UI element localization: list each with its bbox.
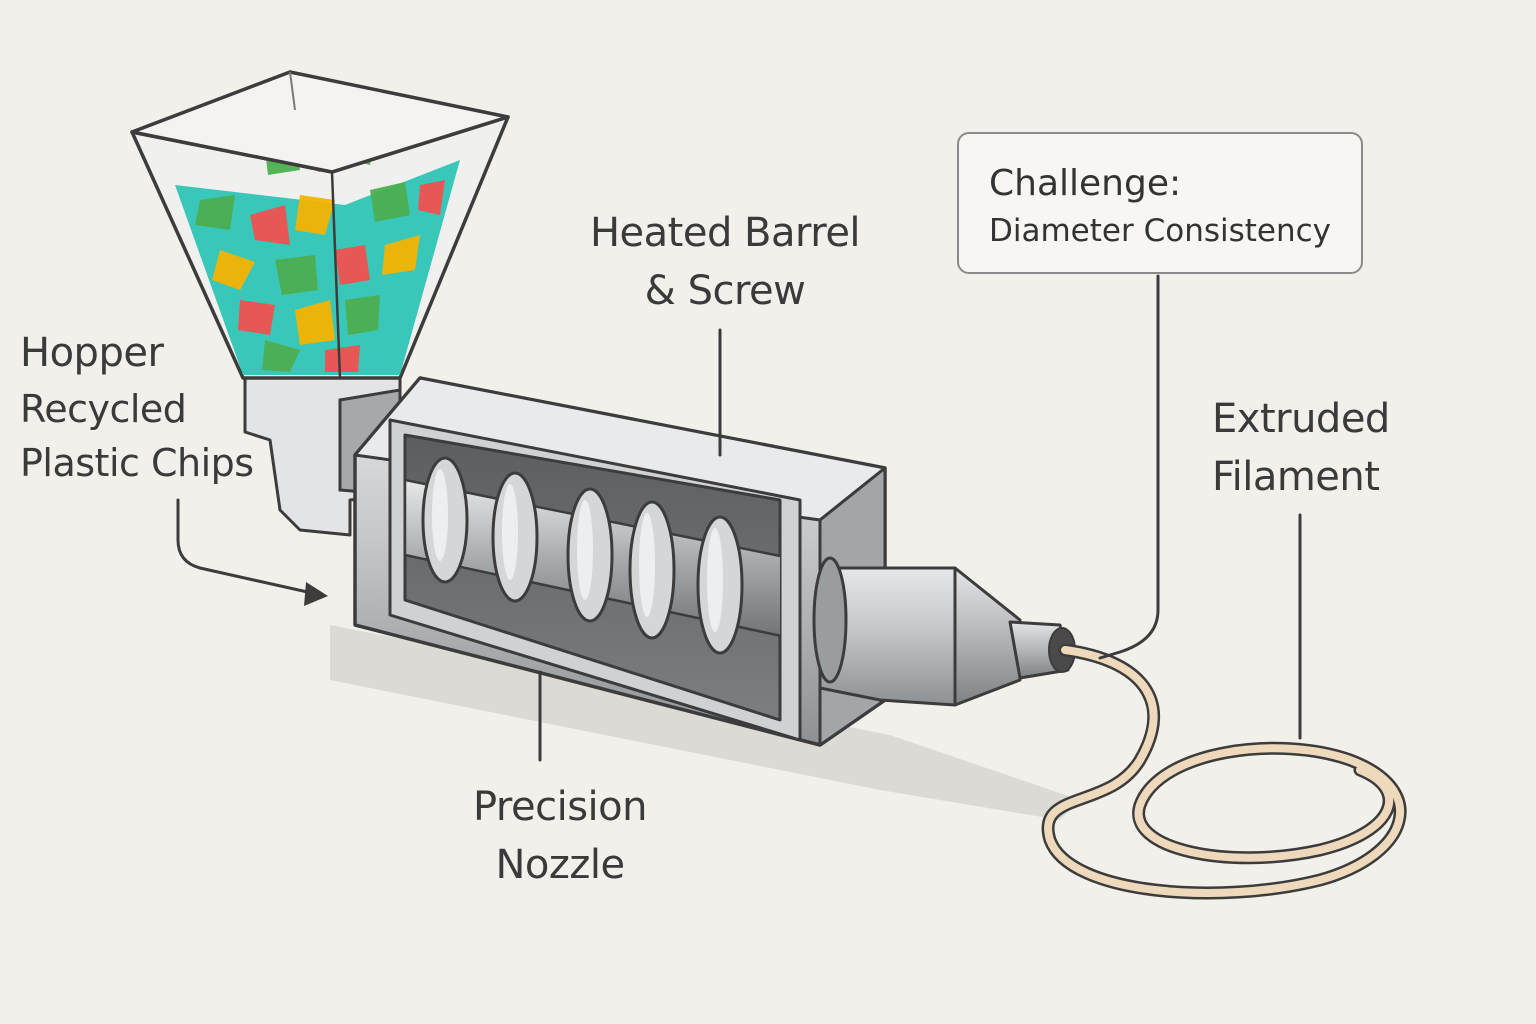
arrow-head <box>304 582 328 606</box>
nozzle-label-line1: Precision <box>473 784 647 830</box>
nozzle-assembly <box>812 556 1076 707</box>
hopper-label-line1: Hopper <box>20 330 164 376</box>
hopper-arrow <box>176 498 314 595</box>
nozzle-label: Precision Nozzle <box>420 778 700 894</box>
challenge-title: Challenge: <box>989 163 1182 204</box>
challenge-text: Diameter Consistency <box>989 213 1332 249</box>
filament-label-line1: Extruded <box>1212 396 1390 442</box>
barrel-label-line2: & Screw <box>644 268 806 314</box>
challenge-callout: Challenge: Diameter Consistency <box>957 132 1363 274</box>
hopper-label-line3: Plastic Chips <box>20 441 254 485</box>
nozzle-label-line2: Nozzle <box>495 842 625 888</box>
leader-lines <box>176 274 1302 762</box>
hopper <box>130 70 510 380</box>
hopper-label-line2: Recycled <box>20 387 187 431</box>
screw <box>405 456 780 655</box>
barrel-label: Heated Barrel & Screw <box>560 204 890 320</box>
plastic-chips <box>175 135 460 375</box>
machine-shadow <box>330 625 1080 820</box>
filament-label: Extruded Filament <box>1212 390 1390 506</box>
filament <box>1041 643 1407 900</box>
challenge-leader <box>1098 274 1160 660</box>
hopper-label: Hopper Recycled Plastic Chips <box>20 324 254 490</box>
barrel-label-line1: Heated Barrel <box>589 210 861 256</box>
filament-label-line2: Filament <box>1212 454 1380 500</box>
